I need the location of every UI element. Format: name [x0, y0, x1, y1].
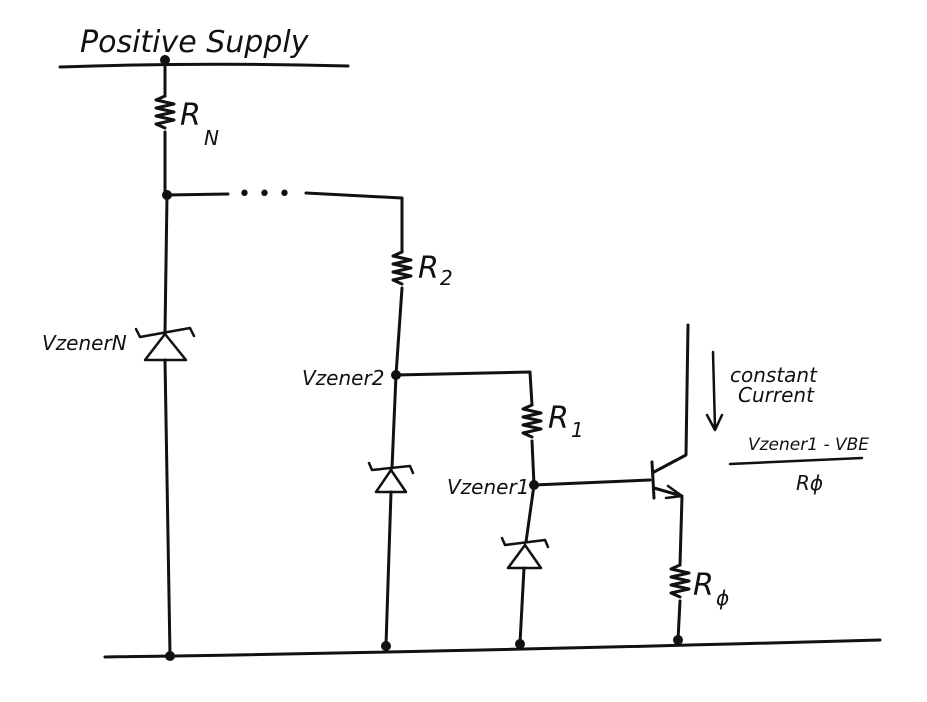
zener-1-symbol: [500, 536, 550, 570]
zener-n-symbol: [134, 326, 196, 362]
r1-bottom-wire: [530, 439, 536, 487]
annotation-line2: Current: [738, 383, 815, 407]
current-arrow-icon: [705, 350, 724, 432]
rn-subscript: N: [204, 126, 219, 150]
resistor-rn: [154, 94, 176, 130]
formula-fraction-bar: [728, 456, 864, 466]
resistor-r2: [391, 250, 413, 286]
emitter-arrow-icon: [664, 484, 684, 500]
r0-bottom-wire: [676, 599, 682, 642]
zener-2-bottom-wire: [384, 490, 393, 647]
transistor-emitter: [652, 486, 684, 567]
r1-subscript: 1: [571, 418, 584, 442]
node-ground-transistor: [673, 635, 683, 645]
transistor-collector: [652, 323, 690, 474]
zener-2-label: Vzener2: [302, 366, 384, 390]
rn-letter: R: [180, 98, 201, 133]
zener-2-top-wire: [390, 373, 398, 470]
r2-subscript: 2: [440, 266, 453, 290]
base-wire: [532, 478, 652, 487]
transistor-base-bar: [650, 460, 656, 500]
bus-2-1: [394, 370, 534, 407]
resistor-r1: [521, 403, 543, 439]
r0-subscript: ϕ: [716, 586, 729, 610]
zener-1-bottom-wire: [518, 566, 526, 645]
resistor-r0: [669, 563, 691, 599]
positive-supply-rail: [58, 62, 350, 69]
top-bus-right: [304, 191, 404, 254]
node-ground-mid: [381, 641, 391, 651]
formula-denominator: Rϕ: [796, 471, 823, 495]
node-ground-left: [165, 651, 175, 661]
zener-n-top-wire: [163, 193, 169, 334]
zener-n-label: VzenerN: [42, 331, 127, 355]
node-ground-right: [515, 639, 525, 649]
positive-supply-label: Positive Supply: [80, 25, 310, 60]
top-bus-left: [165, 192, 230, 197]
r2-bottom-wire: [394, 286, 404, 377]
zener-n-bottom-wire: [163, 358, 172, 657]
r0-letter: R: [693, 568, 714, 603]
annotation-line1: constant: [730, 363, 818, 387]
zener-1-top-wire: [524, 483, 536, 544]
ground-rail: [103, 638, 882, 659]
zener-2-symbol: [367, 461, 415, 494]
r2-letter: R: [418, 251, 439, 286]
formula-numerator: Vzener1 - VBE: [748, 435, 869, 455]
r1-letter: R: [548, 401, 569, 436]
ellipsis: • • •: [238, 182, 291, 207]
zener-1-label: Vzener1: [447, 475, 529, 499]
